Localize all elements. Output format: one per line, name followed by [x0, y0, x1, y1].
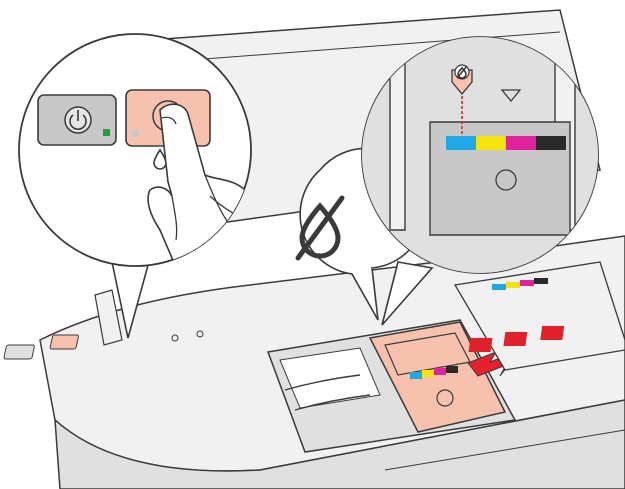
panel-power-button[interactable]	[4, 345, 35, 359]
marker-ink-out-icon	[455, 65, 469, 79]
panel-ink-button[interactable]	[50, 335, 79, 349]
power-led	[103, 129, 110, 136]
zoom-ink-strip	[446, 136, 566, 150]
ink-led	[132, 130, 139, 137]
